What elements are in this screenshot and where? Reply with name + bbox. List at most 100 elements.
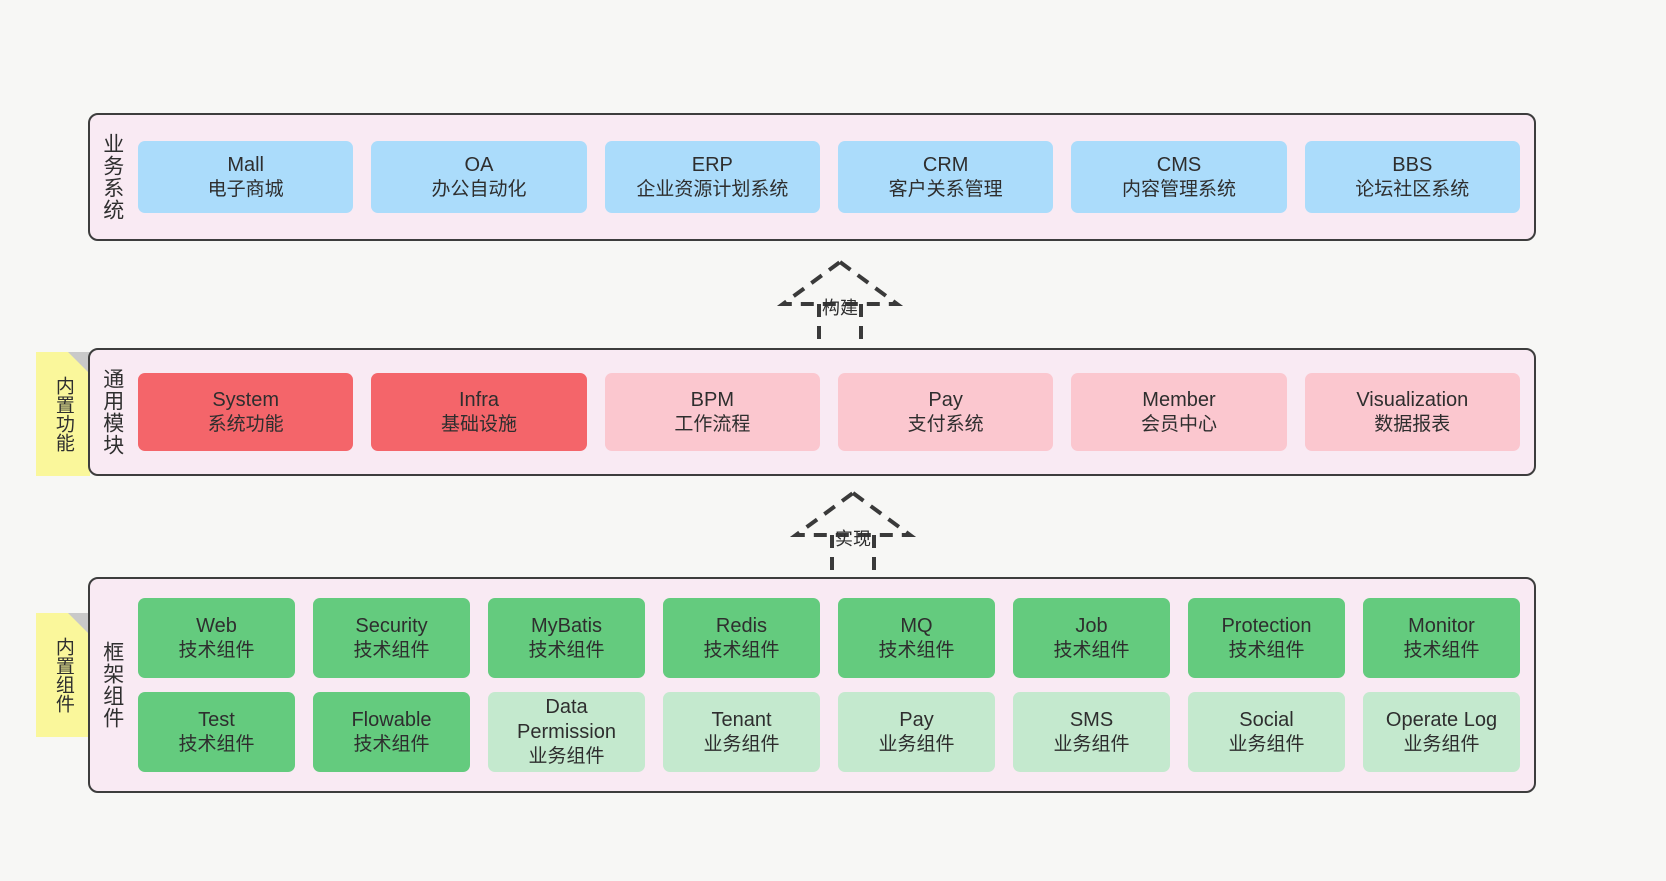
tile-subtitle: 技术组件 [353,733,430,755]
tile-subtitle: 内容管理系统 [1121,178,1236,200]
tile-title: MQ [900,614,933,637]
tile-title: Protection [1221,614,1312,637]
tile-pay[interactable]: Pay 支付系统 [837,373,1054,451]
tile-title: Operate Log [1385,708,1498,731]
tile-subtitle: 办公自动化 [431,178,527,200]
tile-title: OA [464,153,494,176]
tile-title: CRM [922,153,969,176]
tile-operate-log[interactable]: Operate Log 业务组件 [1363,692,1520,772]
layer-business-system: 业务系统 Mall 电子商城 OA 办公自动化 ERP 企业资源计划系统 CRM… [88,113,1536,241]
tile-row-tech-components: Web 技术组件 Security 技术组件 MyBatis 技术组件 Redi… [138,598,1520,678]
tile-mybatis[interactable]: MyBatis 技术组件 [488,598,645,678]
tile-system[interactable]: System 系统功能 [138,373,354,451]
tile-subtitle: 技术组件 [703,639,780,661]
layer-label-business-system: 业务系统 [100,133,124,221]
tile-oa[interactable]: OA 办公自动化 [371,141,587,213]
tile-subtitle: 业务组件 [1053,733,1130,755]
tile-subtitle: 业务组件 [703,733,780,755]
tile-title: Job [1075,614,1108,637]
tile-title: BBS [1392,153,1433,176]
tile-subtitle: 技术组件 [878,639,955,661]
tile-data-permission[interactable]: Data Permission 业务组件 [488,692,645,772]
tile-subtitle: 电子商城 [207,178,284,200]
layer-body-common-module: System 系统功能 Infra 基础设施 BPM 工作流程 Pay 支付系统… [134,350,1534,474]
layer-label-framework-component: 框架组件 [100,641,124,729]
tile-cms[interactable]: CMS 内容管理系统 [1071,141,1287,213]
tile-subtitle: 会员中心 [1140,413,1217,435]
sticky-note-builtin-feature: 内置功能 [36,352,90,476]
tile-title: Member [1142,388,1216,411]
tile-title: CMS [1156,153,1202,176]
tile-title: MyBatis [530,614,603,637]
arrow-label-build: 构建 [822,298,858,318]
tile-title: BPM [690,388,734,411]
tile-subtitle: 工作流程 [674,413,751,435]
tile-infra[interactable]: Infra 基础设施 [371,373,587,451]
tile-job[interactable]: Job 技术组件 [1013,598,1170,678]
tile-subtitle: 业务组件 [1228,733,1305,755]
tile-subtitle: 技术组件 [353,639,430,661]
generalization-arrow-build: 构建 [755,258,925,346]
tile-title: Infra [458,388,499,411]
tile-pay-business[interactable]: Pay 业务组件 [838,692,995,772]
tile-title: Test [198,708,235,731]
tile-subtitle: 系统功能 [207,413,284,435]
tile-title: ERP [691,153,733,176]
tile-erp[interactable]: ERP 企业资源计划系统 [604,141,820,213]
tile-subtitle: 业务组件 [878,733,955,755]
tile-title: Pay [899,708,934,731]
tile-title: Data Permission [517,696,616,744]
tile-protection[interactable]: Protection 技术组件 [1188,598,1345,678]
tile-subtitle: 业务组件 [528,746,605,768]
tile-member[interactable]: Member 会员中心 [1071,373,1287,451]
tile-title: Visualization [1356,388,1469,411]
tile-row-business-components: Test 技术组件 Flowable 技术组件 Data Permission … [138,692,1520,772]
tile-sms[interactable]: SMS 业务组件 [1013,692,1170,772]
tile-subtitle: 技术组件 [1403,639,1480,661]
tile-subtitle: 技术组件 [178,639,255,661]
arrow-shape-icon [789,490,917,577]
tile-bpm[interactable]: BPM 工作流程 [604,373,820,451]
tile-redis[interactable]: Redis 技术组件 [663,598,820,678]
tile-security[interactable]: Security 技术组件 [313,598,470,678]
tile-title: System [212,388,279,411]
tile-subtitle: 技术组件 [1228,639,1305,661]
layer-framework-component: 框架组件 Web 技术组件 Security 技术组件 MyBatis 技术组件… [88,577,1536,793]
tile-bbs[interactable]: BBS 论坛社区系统 [1304,141,1520,213]
tile-title: Flowable [351,708,432,731]
tile-row-business: Mall 电子商城 OA 办公自动化 ERP 企业资源计划系统 CRM 客户关系… [138,141,1520,213]
tile-title: Security [355,614,428,637]
tile-subtitle: 客户关系管理 [888,178,1003,200]
sticky-note-builtin-component: 内置组件 [36,613,90,737]
tile-subtitle: 技术组件 [178,733,255,755]
layer-body-framework-component: Web 技术组件 Security 技术组件 MyBatis 技术组件 Redi… [134,579,1534,791]
tile-test[interactable]: Test 技术组件 [138,692,295,772]
tile-title: SMS [1069,708,1114,731]
tile-tenant[interactable]: Tenant 业务组件 [663,692,820,772]
tile-subtitle: 论坛社区系统 [1355,178,1470,200]
tile-subtitle: 技术组件 [528,639,605,661]
layer-common-module: 通用模块 System 系统功能 Infra 基础设施 BPM 工作流程 Pay… [88,348,1536,476]
tile-row-common: System 系统功能 Infra 基础设施 BPM 工作流程 Pay 支付系统… [138,373,1520,451]
tile-title: Social [1239,708,1294,731]
arrow-shape-icon [776,259,904,346]
layer-body-business-system: Mall 电子商城 OA 办公自动化 ERP 企业资源计划系统 CRM 客户关系… [134,115,1534,239]
layer-label-common-module: 通用模块 [100,368,124,456]
tile-web[interactable]: Web 技术组件 [138,598,295,678]
tile-social[interactable]: Social 业务组件 [1188,692,1345,772]
tile-subtitle: 支付系统 [907,413,984,435]
tile-crm[interactable]: CRM 客户关系管理 [837,141,1054,213]
tile-title: Web [196,614,237,637]
tile-mall[interactable]: Mall 电子商城 [138,141,354,213]
tile-mq[interactable]: MQ 技术组件 [838,598,995,678]
arrow-label-implement: 实现 [835,529,871,549]
tile-title: Redis [715,614,768,637]
tile-monitor[interactable]: Monitor 技术组件 [1363,598,1520,678]
tile-subtitle: 技术组件 [1053,639,1130,661]
generalization-arrow-implement: 实现 [768,489,938,577]
tile-visualization[interactable]: Visualization 数据报表 [1304,373,1520,451]
tile-subtitle: 企业资源计划系统 [636,178,789,200]
tile-subtitle: 基础设施 [440,413,517,435]
tile-flowable[interactable]: Flowable 技术组件 [313,692,470,772]
tile-title: Pay [928,388,963,411]
